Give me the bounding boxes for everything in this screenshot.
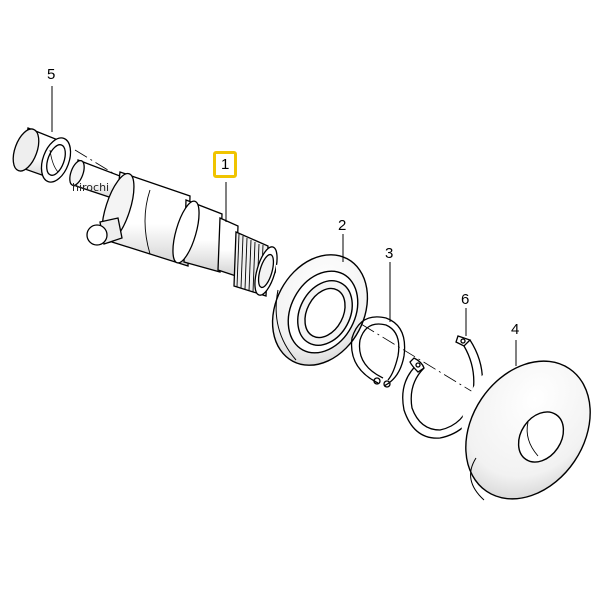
callout-5[interactable]: 5 [47, 66, 56, 83]
part-1-shaft [69, 159, 278, 297]
part-5-bushing [12, 127, 72, 183]
part-3-circlip [350, 316, 406, 388]
leader-lines [51, 86, 517, 366]
callout-4[interactable]: 4 [511, 321, 520, 338]
callout-2[interactable]: 2 [338, 217, 347, 234]
part-4-washer [461, 355, 596, 504]
callout-6[interactable]: 6 [461, 291, 470, 308]
part-1-spline [233, 231, 278, 297]
watermark-text: hirochi [72, 181, 110, 194]
callout-1[interactable]: 1 [213, 151, 238, 178]
part-2-bearing [271, 254, 370, 368]
callout-3[interactable]: 3 [385, 245, 394, 262]
